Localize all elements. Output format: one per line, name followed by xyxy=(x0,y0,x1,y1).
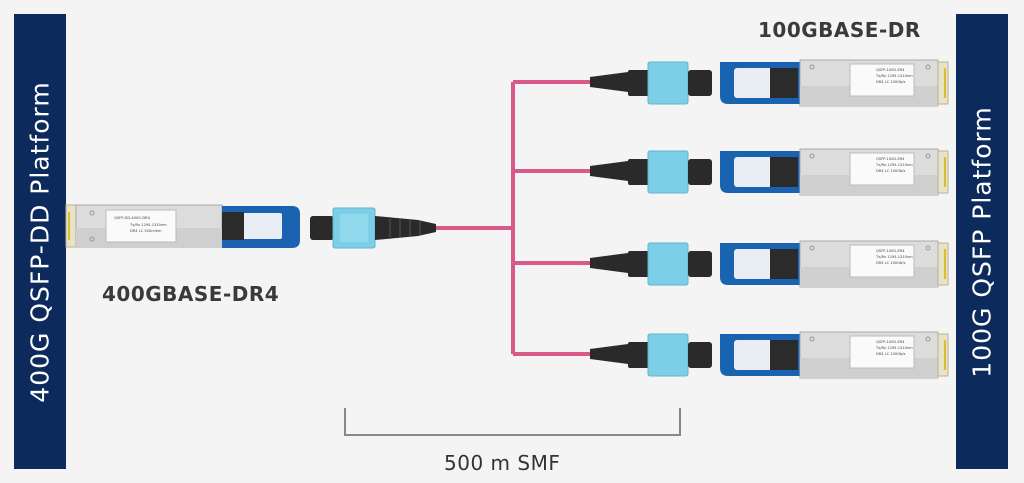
right-module-label-line: QSFP-100G-ER4 xyxy=(876,157,905,161)
left-module-label-line: QSFP-DD-400G-DR4 xyxy=(114,216,151,220)
module-label-text: QSFP-DD-400G-DR4 Tx/Rx 1295-1310nm DR4 L… xyxy=(114,68,913,356)
right-module-label-line: Tx/Rx 1295-1310nm xyxy=(875,74,913,78)
right-module-4 xyxy=(590,331,949,379)
right-module-label-line: DR4 LC 100Gb/s xyxy=(876,352,905,356)
right-module-label-line: QSFP-100G-ER4 xyxy=(876,68,905,72)
left-module-label-line: Tx/Rx 1295-1310nm xyxy=(129,223,167,227)
left-module-label-line: DR4 LC 500m/km xyxy=(130,229,162,233)
left-transceiver-module xyxy=(65,204,300,248)
distance-bracket xyxy=(344,408,681,436)
right-module-caption: 100GBASE-DR xyxy=(758,18,921,42)
right-lc-connector xyxy=(590,333,712,377)
right-module-label-line: DR4 LC 100Gb/s xyxy=(876,169,905,173)
right-module-label-line: DR4 LC 100Gb/s xyxy=(876,80,905,84)
right-module-1 xyxy=(590,59,949,107)
right-module-label-line: DR4 LC 100Gb/s xyxy=(876,261,905,265)
right-module-2 xyxy=(590,148,949,196)
left-mpo-connector xyxy=(310,207,436,249)
fiber-breakout xyxy=(436,80,590,356)
right-platform-panel: 100G QSFP Platform xyxy=(956,14,1008,469)
right-lc-connector xyxy=(590,242,712,286)
distance-label: 500 m SMF xyxy=(444,451,561,475)
right-lc-connector xyxy=(590,61,712,105)
right-lc-connector xyxy=(590,150,712,194)
left-platform-panel: 400G QSFP-DD Platform xyxy=(14,14,66,469)
left-module-caption: 400GBASE-DR4 xyxy=(102,282,280,306)
right-module-label-line: Tx/Rx 1295-1310nm xyxy=(875,163,913,167)
right-module-3 xyxy=(590,240,949,288)
right-module-label-line: QSFP-100G-ER4 xyxy=(876,340,905,344)
right-module-label-line: Tx/Rx 1295-1310nm xyxy=(875,346,913,350)
right-module-label-line: Tx/Rx 1295-1310nm xyxy=(875,255,913,259)
right-module-label-line: QSFP-100G-ER4 xyxy=(876,249,905,253)
